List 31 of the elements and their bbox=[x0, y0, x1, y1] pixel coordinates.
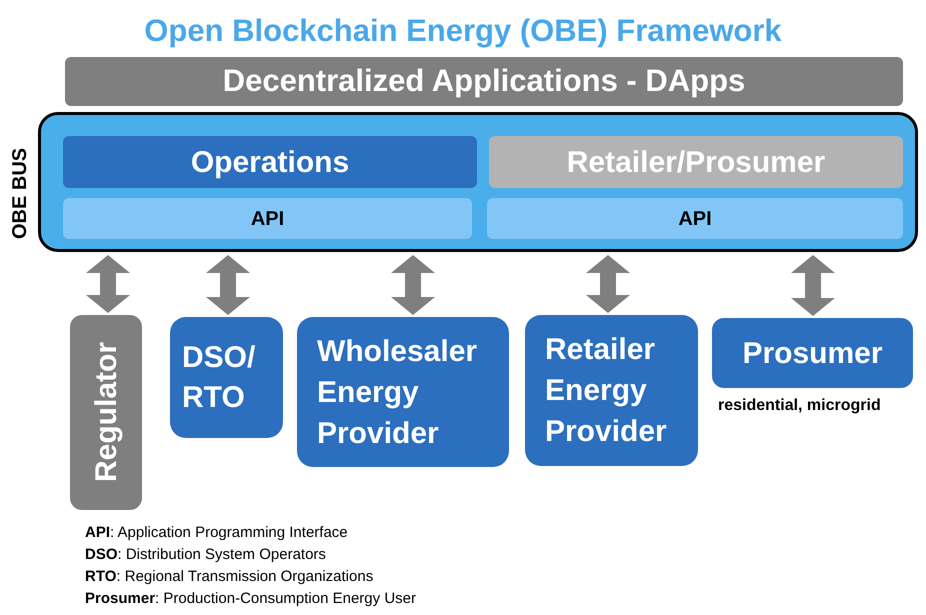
double-arrow bbox=[791, 255, 835, 316]
node-text: Decentralized Applications - DApps bbox=[222, 62, 746, 100]
bus-label: OBE BUS bbox=[8, 146, 32, 241]
node-text: DSO/ RTO bbox=[182, 340, 256, 416]
glossary-entry: API: Application Programming Interface bbox=[85, 523, 349, 543]
node-caption: residential, microgrid bbox=[718, 396, 881, 416]
module-box bbox=[63, 136, 477, 188]
node-text: API bbox=[250, 206, 284, 232]
node-text: Retailer/Prosumer bbox=[566, 144, 826, 180]
actor-box bbox=[170, 317, 283, 438]
glossary-entry: RTO: Regional Transmission Organizations bbox=[85, 567, 374, 587]
node-text: Retailer Energy Provider bbox=[545, 332, 668, 450]
double-arrow bbox=[391, 255, 435, 315]
title: Open Blockchain Energy (OBE) Framework bbox=[143, 12, 783, 50]
glossary-entry: DSO: Distribution System Operators bbox=[85, 545, 327, 565]
node-text: Wholesaler Energy Provider bbox=[317, 334, 478, 452]
double-arrow bbox=[86, 255, 130, 313]
actor-box bbox=[70, 315, 142, 510]
double-arrow bbox=[586, 255, 630, 313]
node-text: Regulator bbox=[88, 342, 124, 482]
glossary-entry: Prosumer: Production-Consumption Energy User bbox=[85, 589, 416, 609]
actor-box bbox=[525, 315, 698, 466]
node-text: API bbox=[678, 206, 712, 232]
node-text: Prosumer bbox=[742, 336, 883, 372]
actor-box bbox=[297, 317, 509, 467]
dapps-bar bbox=[65, 57, 903, 106]
node-text: Operations bbox=[190, 144, 350, 180]
api-box bbox=[63, 198, 472, 239]
module-box bbox=[489, 136, 903, 188]
api-box bbox=[487, 198, 903, 239]
double-arrow bbox=[206, 255, 250, 315]
